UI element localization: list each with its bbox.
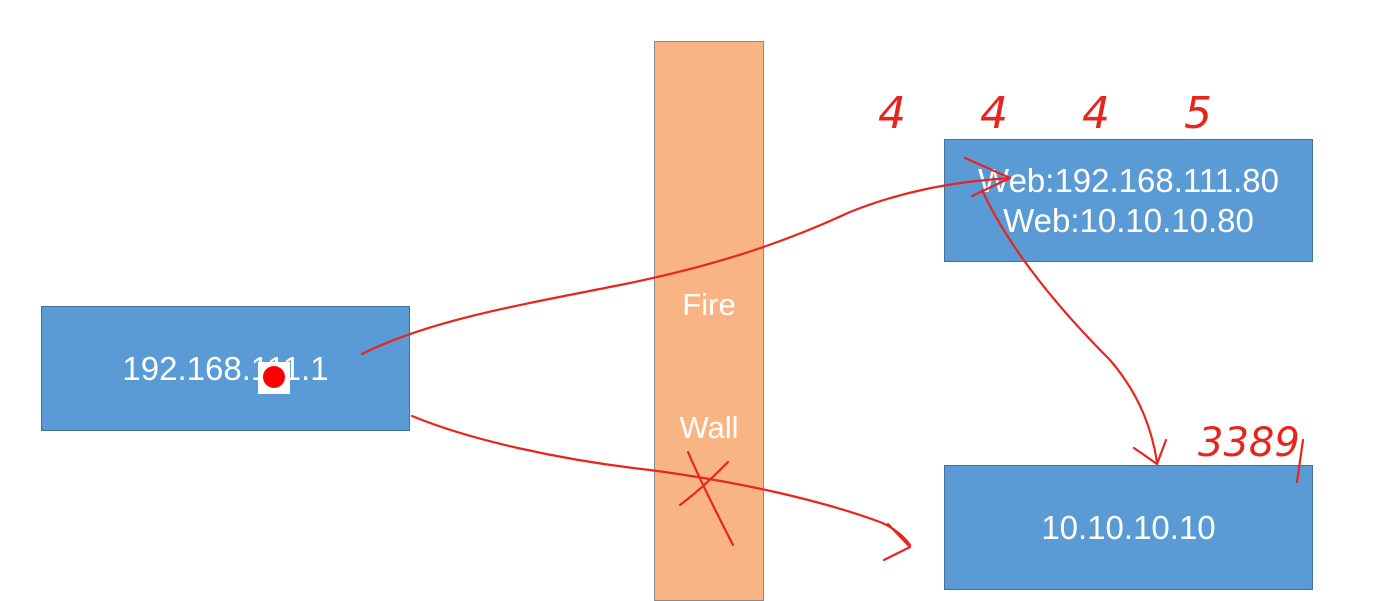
blocked-cross-mark bbox=[678, 460, 730, 507]
port-tick bbox=[1295, 438, 1305, 484]
web-server-node: Web:192.168.111.80 Web:10.10.10.80 bbox=[944, 139, 1313, 262]
arrow-web-to-internal bbox=[980, 188, 1159, 464]
internal-host-node: 10.10.10.10 bbox=[944, 465, 1313, 590]
client-node: 192.168.111.1 bbox=[41, 306, 410, 431]
arrow-client-to-internal bbox=[410, 414, 912, 547]
arrow-client-to-web bbox=[360, 176, 1012, 356]
firewall-label-fire: Fire bbox=[682, 287, 736, 322]
web-ports-annotation: 4 4 4 5 bbox=[878, 88, 1242, 139]
arrowhead-blocked bbox=[882, 522, 912, 562]
web-server-external-label: Web:192.168.111.80 bbox=[978, 161, 1279, 199]
client-ip-label: 192.168.111.1 bbox=[122, 349, 329, 387]
blocked-cross-stroke bbox=[686, 450, 735, 547]
internal-port-annotation: 3389 bbox=[1198, 420, 1300, 466]
arrowhead-internal bbox=[1132, 438, 1168, 466]
firewall-bar bbox=[654, 41, 764, 601]
firewall-label-wall: Wall bbox=[679, 410, 739, 445]
handwritten-annotations bbox=[360, 156, 1305, 562]
internal-host-ip-label: 10.10.10.10 bbox=[1041, 508, 1216, 546]
red-dot-cursor-icon bbox=[258, 362, 290, 394]
arrowhead-web bbox=[963, 156, 1012, 198]
web-server-internal-label: Web:10.10.10.80 bbox=[1003, 201, 1254, 239]
